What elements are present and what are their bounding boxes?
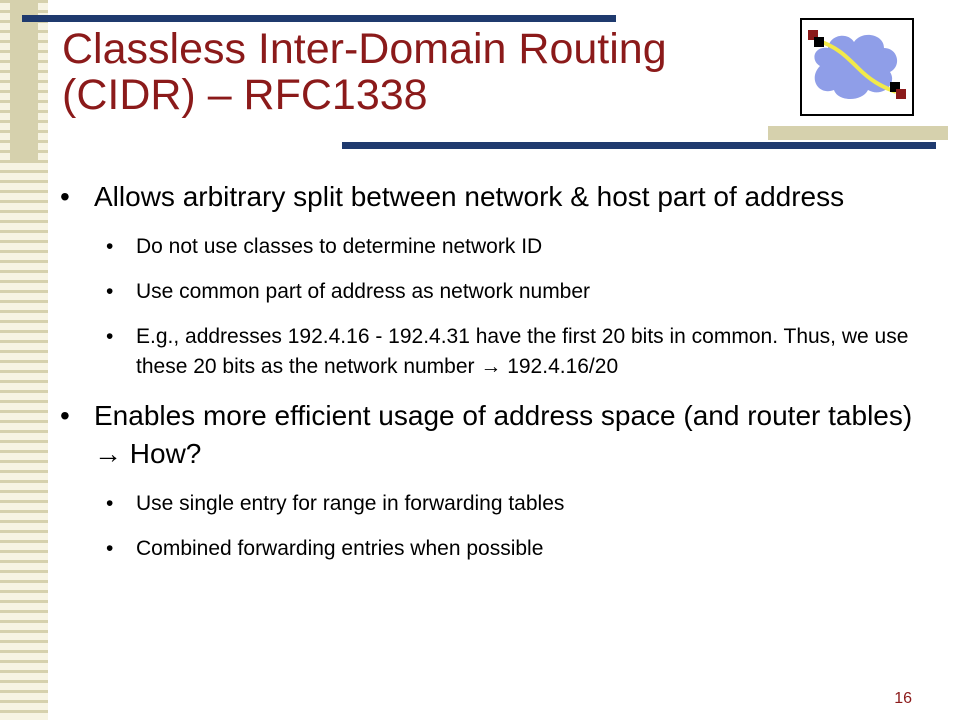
sub-bullet-text: Use common part of address as network nu…: [136, 280, 591, 303]
network-path: [815, 38, 897, 94]
page-number: 16: [894, 690, 912, 707]
bullet-text: Enables more efficient usage of address …: [94, 400, 913, 469]
sub-bullet-text: Use single entry for range in forwarding…: [136, 492, 565, 515]
slide-body: • Allows arbitrary split between network…: [60, 178, 920, 579]
sub-bullet-item: • E.g., addresses 192.4.16 - 192.4.31 ha…: [60, 322, 920, 382]
bullet-item: • Allows arbitrary split between network…: [60, 178, 920, 216]
title-underline-bar: [342, 142, 936, 149]
sub-bullet-item: • Do not use classes to determine networ…: [60, 232, 920, 262]
sub-bullet-dot: •: [106, 537, 114, 560]
slide-title: Classless Inter-Domain Routing (CIDR) – …: [62, 26, 782, 118]
sub-bullet-dot: •: [106, 492, 114, 515]
sub-bullet-dot: •: [106, 235, 114, 258]
node-black-top: [814, 37, 824, 47]
decorative-stripe-block: [10, 0, 38, 160]
slide-title-line-2: (CIDR) – RFC1338: [62, 71, 428, 119]
network-cloud-icon: [800, 18, 914, 116]
bullet-dot: •: [60, 400, 70, 431]
sub-bullet-item: • Combined forwarding entries when possi…: [60, 534, 920, 564]
bullet-item: • Enables more efficient usage of addres…: [60, 397, 920, 473]
sub-bullet-text: E.g., addresses 192.4.16 - 192.4.31 have…: [136, 325, 909, 378]
sub-bullet-text: Do not use classes to determine network …: [136, 235, 543, 258]
sub-bullet-dot: •: [106, 325, 114, 348]
sub-bullet-item: • Use single entry for range in forwardi…: [60, 489, 920, 519]
top-accent-bar: [22, 15, 616, 22]
node-red-bottom: [896, 89, 906, 99]
bullet-text: Allows arbitrary split between network &…: [94, 181, 845, 212]
node-black-bottom: [890, 82, 900, 92]
decorative-tan-block: [768, 126, 948, 140]
sub-bullet-text: Combined forwarding entries when possibl…: [136, 537, 544, 560]
bullet-dot: •: [60, 181, 70, 212]
node-red-top: [808, 30, 818, 40]
sub-bullet-dot: •: [106, 280, 114, 303]
slide-title-line-1: Classless Inter-Domain Routing: [62, 25, 667, 73]
sub-bullet-item: • Use common part of address as network …: [60, 277, 920, 307]
